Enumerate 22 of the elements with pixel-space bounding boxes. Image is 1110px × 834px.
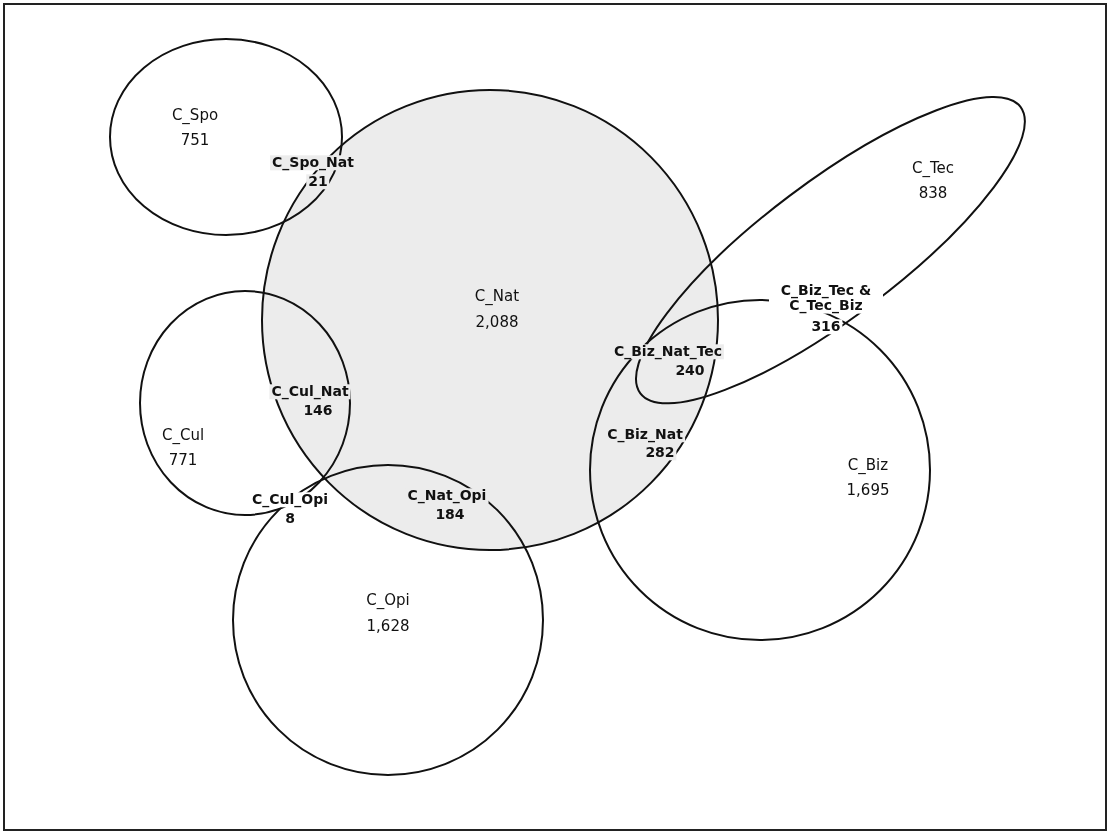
overlap-name: C_Spo_Nat [270, 155, 356, 171]
set-count: 2,088 [475, 313, 519, 331]
overlap-count: 282 [643, 445, 677, 461]
set-name: C_Tec [911, 159, 954, 177]
overlap-count: 21 [306, 174, 330, 190]
set-name: C_Spo [171, 106, 219, 124]
overlap-name: C_Biz_Tec & C_Tec_Biz [769, 282, 883, 314]
set-count: 1,695 [846, 481, 890, 499]
overlap-name: C_Biz_Nat_Tec [611, 344, 725, 360]
set-name: C_Opi [366, 591, 410, 609]
set-count: 838 [918, 184, 948, 202]
set-count: 771 [168, 451, 198, 469]
set-count: 1,628 [366, 617, 410, 635]
overlap-count: 316 [809, 319, 843, 335]
set-name: C_Cul [161, 426, 205, 444]
set-count: 751 [180, 131, 210, 149]
set-name: C_Biz [847, 456, 889, 474]
overlap-name: C_Nat_Opi [405, 488, 489, 504]
overlap-name: C_Biz_Nat [605, 427, 685, 443]
overlap-name: C_Cul_Nat [269, 384, 351, 400]
set-name: C_Nat [474, 287, 520, 305]
overlap-name: C_Cul_Opi [250, 492, 330, 508]
